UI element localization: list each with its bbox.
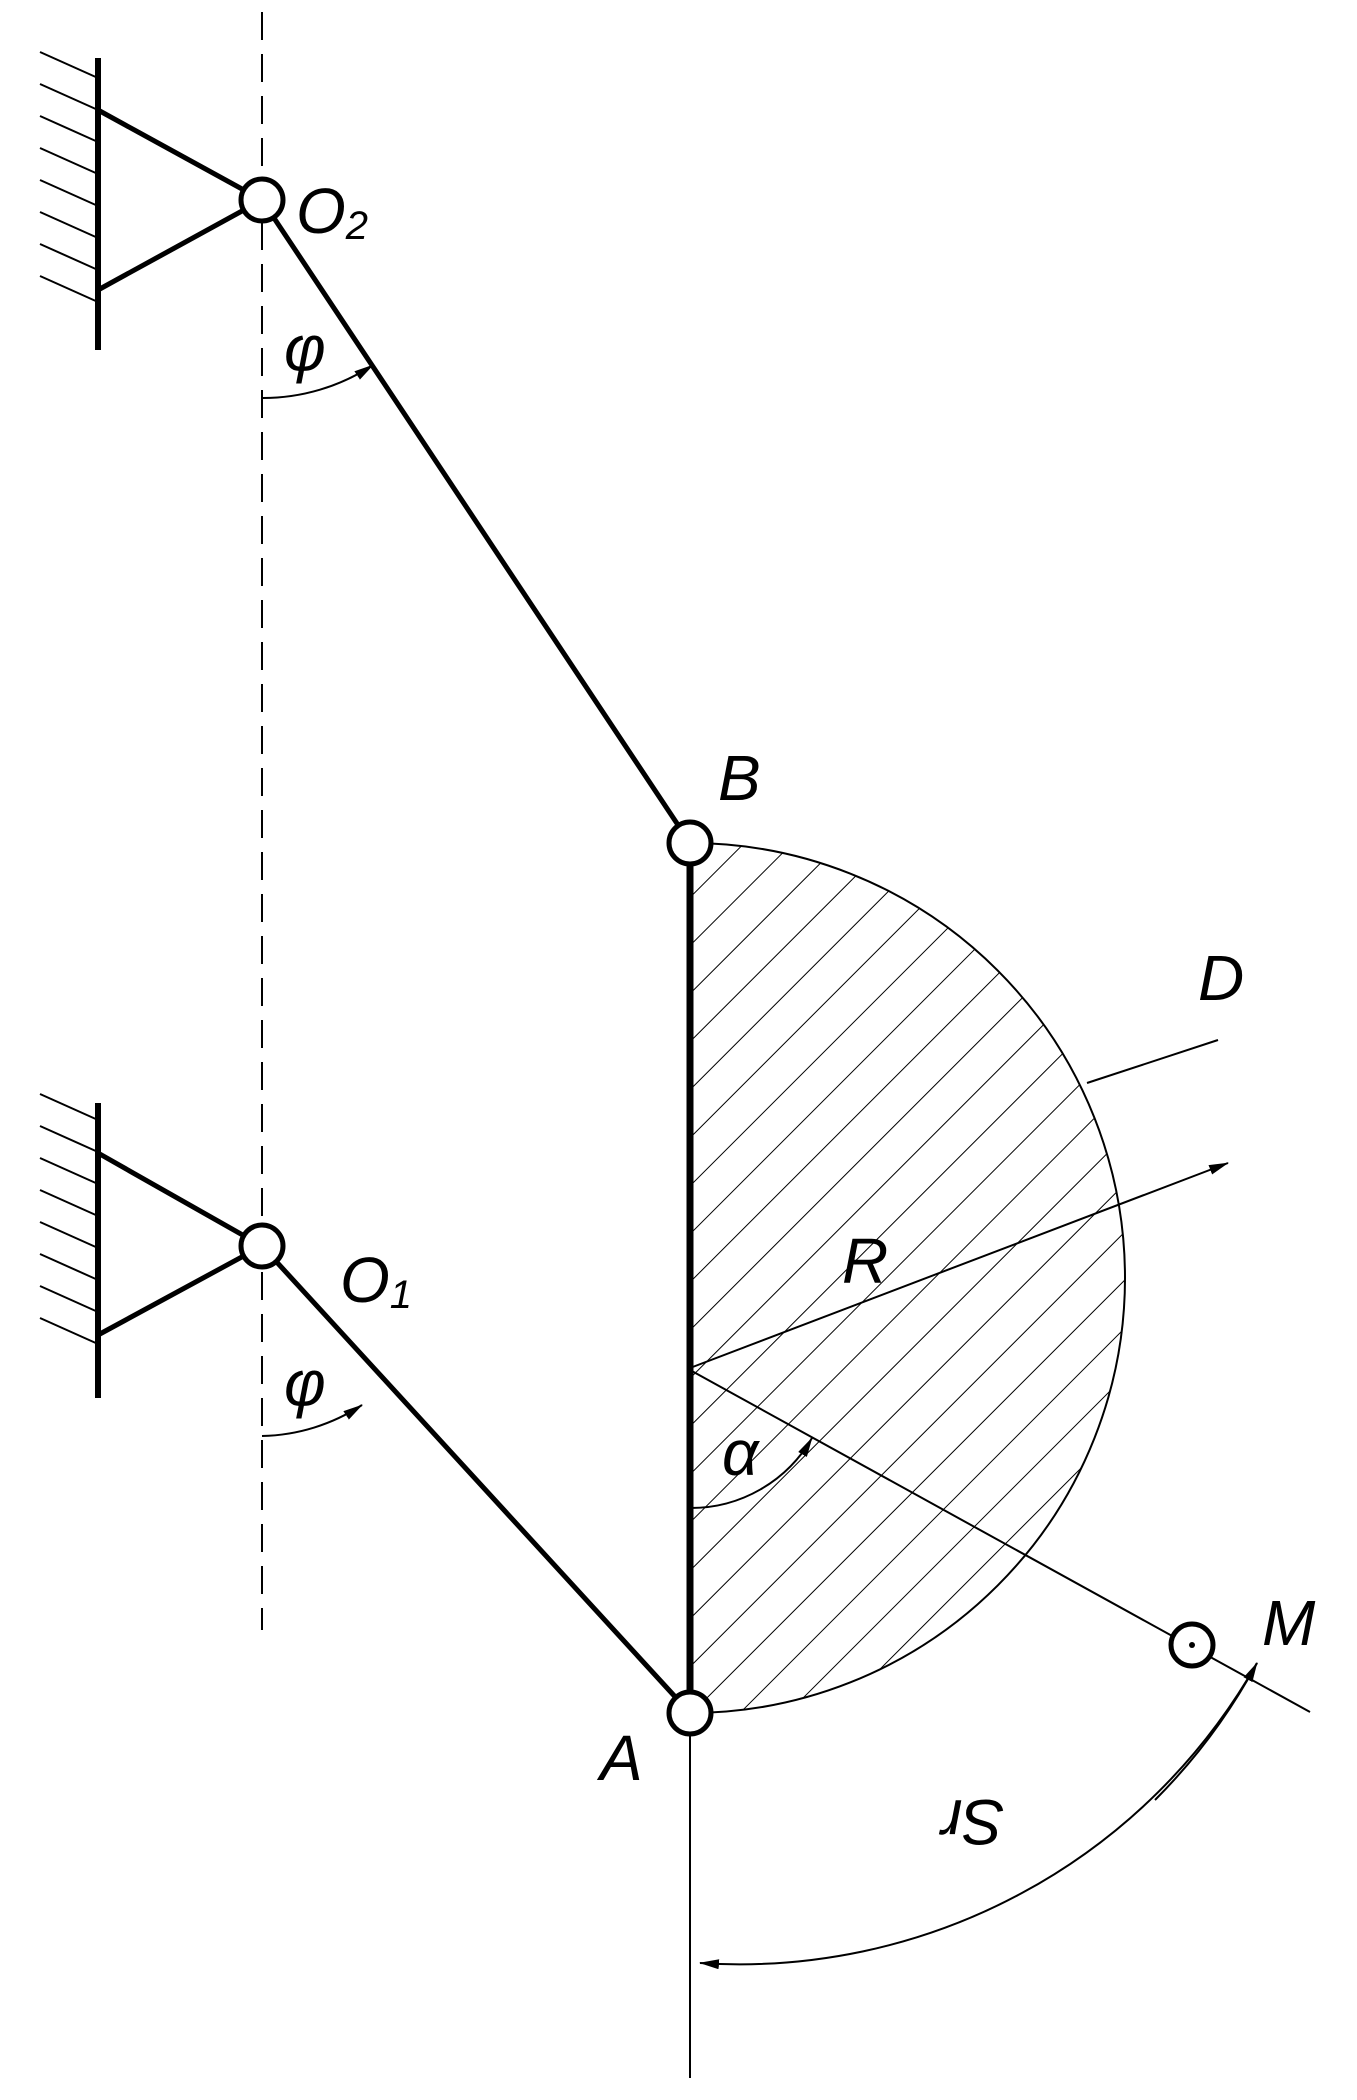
lower-fixed-support: [39, 1093, 264, 1398]
label-alpha: α: [722, 1417, 760, 1489]
hinge-o2: [238, 176, 286, 224]
label-a: A: [596, 1722, 643, 1794]
sr-arc-arrowhead-top: [1154, 1662, 1258, 1801]
label-phi-bottom: φ: [284, 1347, 326, 1419]
label-sr: Sr: [938, 1786, 1005, 1858]
rod-o2-b: [259, 198, 693, 845]
hinge-a: [666, 1689, 714, 1737]
label-d: D: [1198, 942, 1244, 1014]
upper-fixed-support: [39, 51, 264, 350]
leader-line-d: [1086, 1039, 1219, 1084]
label-phi-top: φ: [284, 312, 326, 384]
hinge-o1: [238, 1222, 286, 1270]
label-o1: O1: [340, 1244, 412, 1317]
point-m-dot: [1189, 1642, 1195, 1648]
label-r: R: [842, 1225, 888, 1297]
label-b: B: [718, 742, 761, 814]
label-m: M: [1262, 1587, 1316, 1659]
alpha-arc: [689, 1437, 813, 1510]
sr-arc-dimension: [699, 1662, 1258, 1970]
rod-o1-a: [260, 1244, 692, 1715]
phi-arc-top: [261, 364, 374, 400]
label-o2: O2: [296, 175, 368, 248]
half-disk-body: [686, 842, 1126, 1714]
radius-line: [689, 1162, 1229, 1369]
phi-arc-bottom: [261, 1404, 363, 1437]
hinge-b: [666, 819, 714, 867]
